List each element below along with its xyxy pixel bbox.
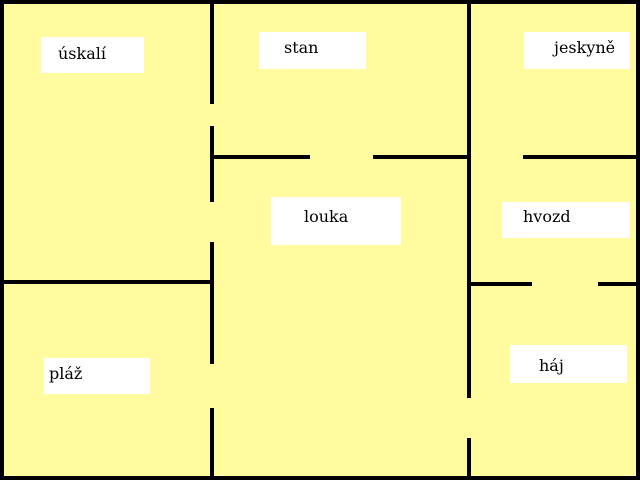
room-label-stan: stan <box>259 32 366 69</box>
room-label-haj: háj <box>510 345 627 383</box>
room-label-louka: louka <box>271 197 401 245</box>
room-label-jeskyne: jeskyně <box>524 32 630 69</box>
room-label-plaz: pláž <box>44 358 150 394</box>
room-label-hvozd: hvozd <box>502 202 630 238</box>
room-label-uskali: úskalí <box>41 37 144 73</box>
